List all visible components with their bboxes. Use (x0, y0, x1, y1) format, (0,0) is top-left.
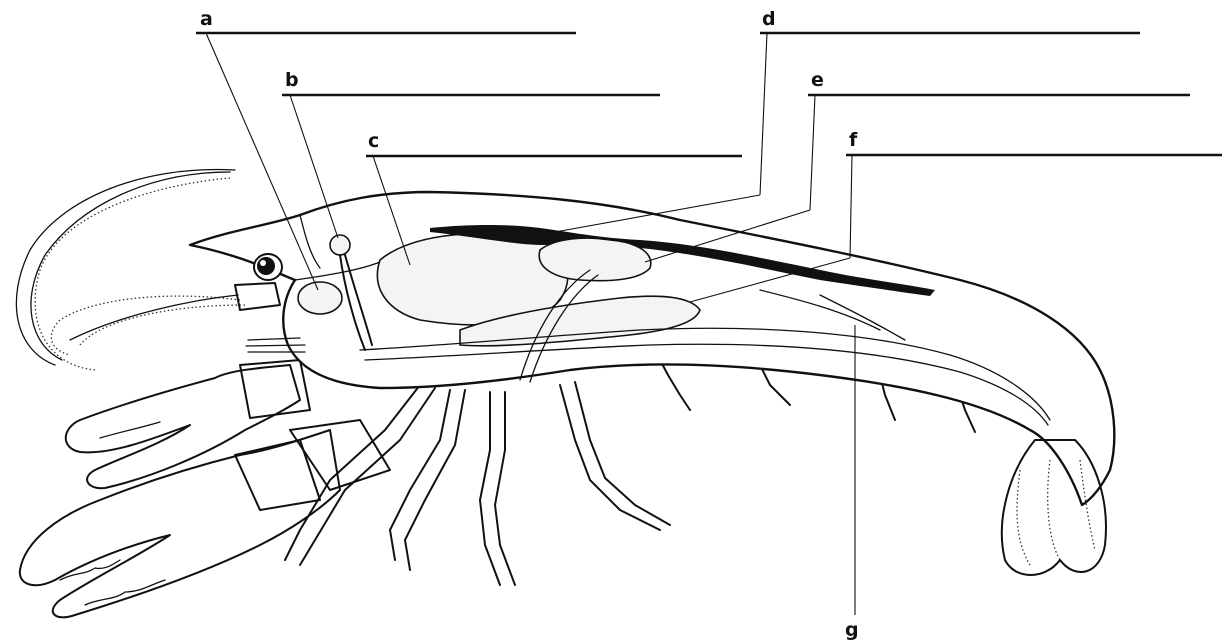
label-g: g (845, 619, 859, 641)
organ-e (539, 238, 651, 281)
claws (20, 360, 390, 617)
label-f: f (849, 129, 858, 151)
label-e: e (811, 69, 824, 91)
organ-b (330, 235, 350, 255)
antennae (16, 170, 245, 370)
walking-legs (285, 360, 975, 585)
label-d: d (762, 8, 776, 30)
label-a: a (200, 8, 213, 30)
label-b: b (285, 69, 299, 91)
label-c: c (368, 130, 379, 152)
organ-a (298, 282, 342, 314)
